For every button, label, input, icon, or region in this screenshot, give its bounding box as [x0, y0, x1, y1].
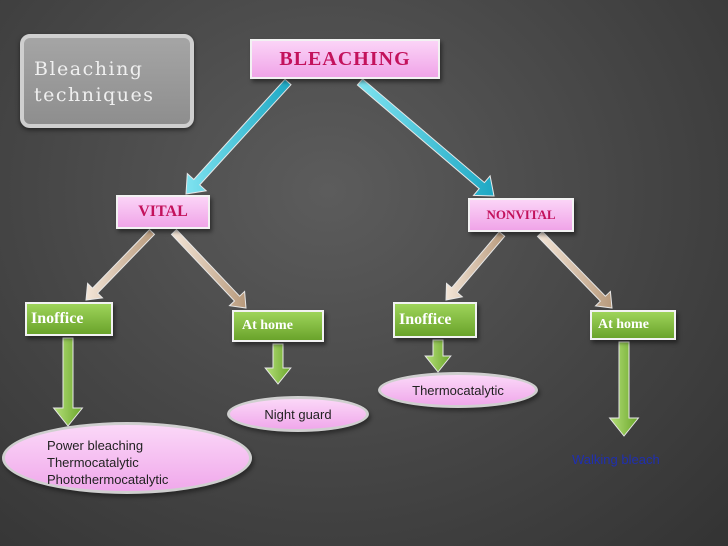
nonvital-inoffice-label: Inoffice [399, 311, 452, 328]
vital-at-home-node: At home [232, 310, 324, 342]
vital-inoffice-label: Inoffice [31, 310, 84, 327]
nonvital-node-label: NONVITAL [486, 207, 556, 222]
walking-bleach-text: Walking bleach [572, 452, 660, 467]
arrow-vital-at-home-down [264, 343, 292, 385]
arrow-vital-to-at-home [170, 228, 247, 309]
photothermocatalytic-text: Photothermocatalytic [47, 472, 169, 487]
nonvital-node: NONVITAL [468, 198, 574, 232]
nonvital-at-home-node: At home [590, 310, 676, 340]
vital-node: VITAL [116, 195, 210, 229]
vital-node-label: VITAL [138, 203, 188, 220]
nonvital-thermocatalytic-text: Thermocatalytic [412, 383, 504, 398]
root-node-label: BLEACHING [279, 47, 411, 70]
night-guard-text: Night guard [264, 407, 332, 422]
arrow-vital-inoffice-down [52, 337, 84, 427]
bleaching-techniques-title: Bleaching techniques [34, 58, 155, 106]
bleaching-techniques-title-box: Bleaching techniques [20, 34, 194, 128]
vital-inoffice-node: Inoffice [25, 302, 113, 336]
power-bleaching-text: Power bleaching [47, 438, 144, 453]
arrow-nonvital-at-home-down [608, 341, 640, 437]
root-node-bleaching: BLEACHING [250, 39, 440, 79]
night-guard-ellipse: Night guard [227, 396, 369, 432]
thermocatalytic-text: Thermocatalytic [47, 455, 139, 470]
arrow-nonvital-to-at-home [536, 230, 613, 309]
arrow-nonvital-to-inoffice [445, 230, 506, 301]
nonvital-thermocatalytic-ellipse: Thermocatalytic [378, 372, 538, 408]
arrow-nonvital-inoffice-down [424, 339, 452, 373]
arrow-vital-to-inoffice [85, 228, 156, 301]
arrow-root-to-nonvital [356, 78, 495, 197]
vital-at-home-label: At home [242, 318, 293, 333]
arrow-root-to-vital [185, 78, 292, 195]
vital-inoffice-result-ellipse: Power bleaching Thermocatalytic Photothe… [2, 422, 252, 494]
nonvital-inoffice-node: Inoffice [393, 302, 477, 338]
nonvital-at-home-label: At home [598, 317, 649, 332]
